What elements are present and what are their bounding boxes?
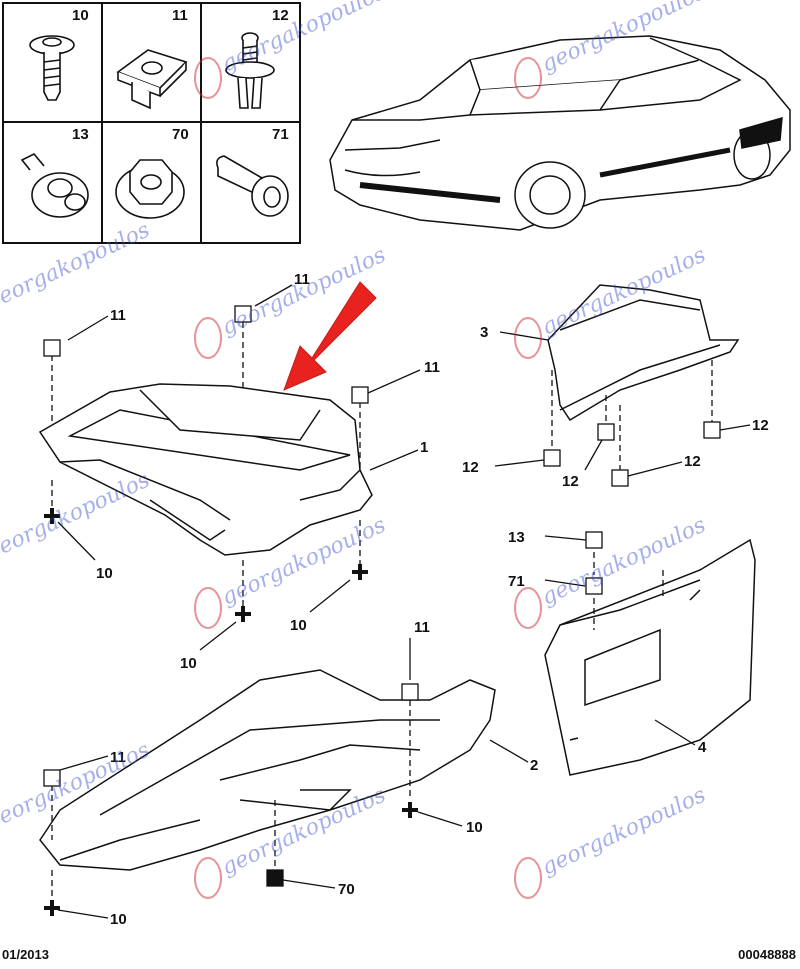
callout-10-left: 10 [96, 565, 113, 582]
grid-label-71: 71 [272, 126, 289, 143]
watermark-logo [194, 317, 222, 359]
grid-label-70: 70 [172, 126, 189, 143]
callout-2: 2 [530, 757, 538, 774]
callout-12-right: 12 [684, 453, 701, 470]
callout-12-left: 12 [462, 459, 479, 476]
callout-10-part2: 10 [466, 819, 483, 836]
part-1-engine-shield [38, 383, 373, 556]
callout-11-right: 11 [424, 359, 440, 376]
callout-10-right: 10 [290, 617, 307, 634]
callout-71: 71 [508, 573, 525, 590]
callout-11-part2-left: 11 [110, 749, 126, 766]
watermark-text: georgakopoulos [0, 218, 154, 316]
callout-11-part2: 11 [414, 619, 430, 636]
watermark-text: georgakopoulos [0, 468, 154, 566]
callout-11-top: 11 [294, 271, 310, 288]
callout-12-mid: 12 [562, 473, 579, 490]
watermark-logo [194, 57, 222, 99]
push-rivet-icon [29, 35, 75, 101]
watermark-logo [514, 587, 542, 629]
grid-label-10: 10 [72, 7, 89, 24]
callout-10-center: 10 [180, 655, 197, 672]
watermark-logo [514, 857, 542, 899]
watermark-logo [514, 57, 542, 99]
callout-10-bottom: 10 [110, 911, 127, 928]
clip-nut-icon [116, 49, 188, 110]
grid-label-13: 13 [72, 126, 89, 143]
snap-fastener-icon [20, 153, 89, 218]
callout-1: 1 [420, 439, 428, 456]
callout-70: 70 [338, 881, 355, 898]
part-2-underbody-shield [39, 669, 496, 871]
watermark-text: georgakopoulos [538, 783, 710, 881]
flange-nut-icon [115, 159, 185, 219]
screw-clip-icon [225, 32, 275, 109]
watermark-logo [194, 857, 222, 899]
fastener-markers [43, 305, 721, 887]
grid-label-12: 12 [272, 7, 289, 24]
grid-label-11: 11 [172, 7, 188, 24]
footer-date: 01/2013 [2, 947, 49, 962]
callout-11-left: 11 [110, 307, 126, 324]
fastener-grid [2, 2, 301, 244]
callout-13: 13 [508, 529, 525, 546]
plus-markers [44, 508, 418, 916]
car-illustration [329, 35, 791, 231]
watermark-logo [194, 587, 222, 629]
watermark-logo [514, 317, 542, 359]
red-pointer-arrow [283, 281, 377, 391]
leader-lines [51, 284, 751, 919]
part-3-side-guard [547, 284, 740, 422]
footer-code: 00048888 [738, 947, 796, 962]
sleeve-icon [216, 155, 289, 217]
callout-3: 3 [480, 324, 488, 341]
callout-4: 4 [698, 739, 707, 756]
callout-12-far: 12 [752, 417, 769, 434]
part-4-splash-panel [544, 538, 756, 776]
